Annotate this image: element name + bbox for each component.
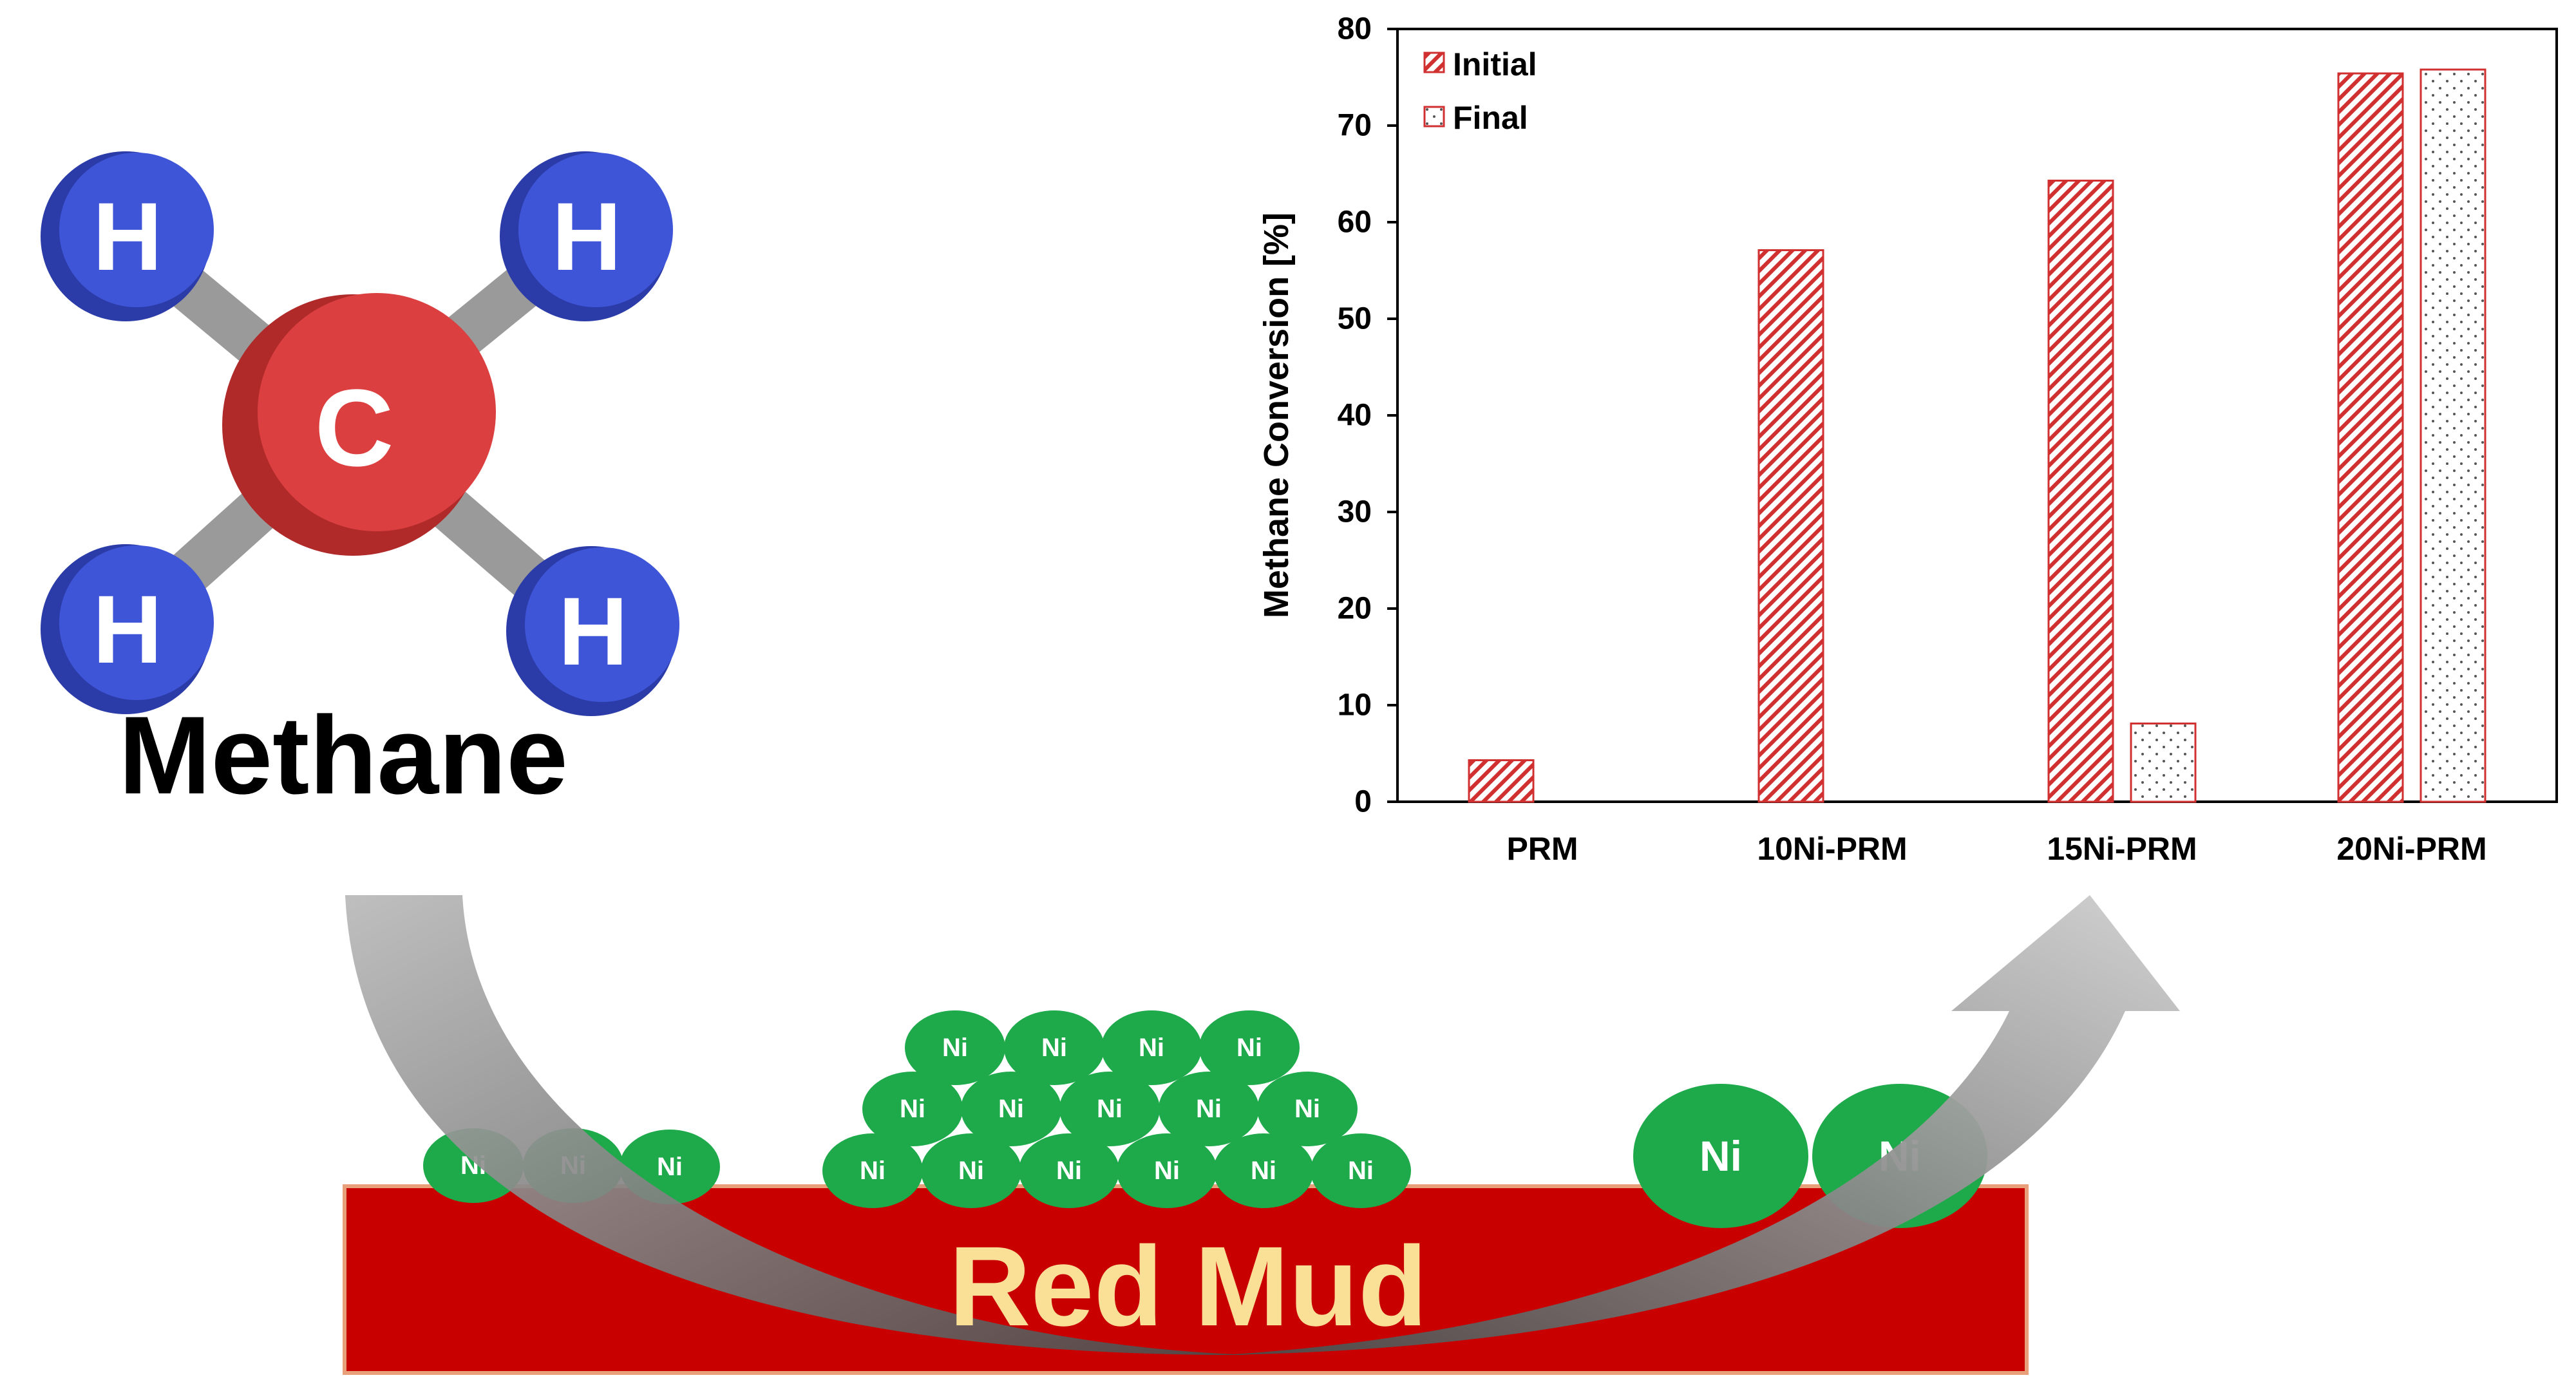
ni-label: Ni bbox=[1154, 1157, 1180, 1185]
x-tick-label: 15Ni-PRM bbox=[2047, 831, 2197, 867]
ni-particle: Ni bbox=[822, 1133, 923, 1208]
ni-particle: Ni bbox=[862, 1072, 963, 1146]
y-tick-label: 60 bbox=[1338, 205, 1372, 240]
atom-label: H bbox=[558, 577, 628, 685]
ni-label: Ni bbox=[1139, 1034, 1164, 1062]
legend-item-initial: Initial bbox=[1423, 46, 1537, 82]
ni-particle: Ni bbox=[1117, 1133, 1217, 1208]
ni-particle: Ni bbox=[921, 1133, 1021, 1208]
ni-particle: Ni bbox=[905, 1010, 1005, 1085]
ni-particle: Ni bbox=[1019, 1133, 1119, 1208]
ni-label: Ni bbox=[1056, 1157, 1082, 1185]
support-label: Red Mud bbox=[949, 1224, 1427, 1350]
y-tick-label: 80 bbox=[1338, 12, 1372, 46]
ni-label: Ni bbox=[1294, 1095, 1320, 1123]
y-tick-label: 10 bbox=[1338, 688, 1372, 723]
bar-initial-10ni-prm bbox=[1757, 249, 1824, 803]
hydrogen-atom-top-left: H bbox=[41, 151, 214, 321]
hydrogen-atom-bottom-left: H bbox=[41, 544, 214, 714]
ni-label: Ni bbox=[998, 1095, 1024, 1123]
ni-label: Ni bbox=[942, 1034, 968, 1062]
atom-label: H bbox=[552, 182, 621, 290]
atom-label: H bbox=[93, 182, 162, 290]
x-tick-labels: PRM 10Ni-PRM 15Ni-PRM 20Ni-PRM bbox=[1506, 831, 2486, 867]
ni-particle-large: Ni bbox=[1633, 1084, 1808, 1228]
ni-label: Ni bbox=[1236, 1034, 1262, 1062]
x-tick-label: 20Ni-PRM bbox=[2336, 831, 2486, 867]
atom-label: C bbox=[315, 367, 394, 489]
hydrogen-atom-top-right: H bbox=[500, 151, 673, 321]
x-tick-label: 10Ni-PRM bbox=[1757, 831, 1907, 867]
y-tick-label: 70 bbox=[1338, 109, 1372, 143]
ni-particle: Ni bbox=[1199, 1010, 1300, 1085]
ni-label: Ni bbox=[900, 1095, 925, 1123]
ni-particle: Ni bbox=[1213, 1133, 1314, 1208]
ni-label: Ni bbox=[1348, 1157, 1374, 1185]
atom-label: H bbox=[93, 575, 162, 683]
legend: Initial Final bbox=[1423, 46, 1537, 136]
hydrogen-atom-bottom-right: H bbox=[506, 546, 679, 716]
ni-label: Ni bbox=[1700, 1132, 1742, 1180]
bar-final-15ni-prm bbox=[2130, 723, 2197, 803]
y-tick-label: 30 bbox=[1338, 495, 1372, 529]
curved-arrow-down bbox=[345, 895, 1249, 1356]
ni-label: Ni bbox=[1097, 1095, 1122, 1123]
carbon-atom: C bbox=[222, 293, 496, 556]
legend-swatch-final bbox=[1423, 106, 1445, 128]
y-tick-label: 20 bbox=[1338, 592, 1372, 626]
legend-item-final: Final bbox=[1423, 100, 1528, 136]
ni-particle: Ni bbox=[1004, 1010, 1104, 1085]
y-ticks: 0 10 20 30 40 50 60 70 80 bbox=[1338, 12, 1397, 819]
ni-label: Ni bbox=[1251, 1157, 1276, 1185]
molecule-name: Methane bbox=[118, 694, 568, 817]
ni-label: Ni bbox=[1041, 1034, 1067, 1062]
bar-initial-prm bbox=[1468, 759, 1535, 803]
x-tick-label: PRM bbox=[1506, 831, 1578, 867]
bar-initial-15ni-prm bbox=[2047, 180, 2114, 803]
conversion-chart: 0 10 20 30 40 50 60 70 80 PRM 10Ni-PRM 15Ni-PRM 20N… bbox=[1257, 12, 2558, 867]
bar-initial-20ni-prm bbox=[2337, 72, 2404, 803]
bar-final-20ni-prm bbox=[2420, 68, 2486, 803]
ni-particle: Ni bbox=[1257, 1072, 1358, 1146]
legend-label-final: Final bbox=[1453, 100, 1528, 136]
ni-particle: Ni bbox=[1159, 1072, 1259, 1146]
legend-swatch-initial bbox=[1423, 52, 1445, 73]
ni-particle: Ni bbox=[1101, 1010, 1202, 1085]
ni-particle: Ni bbox=[961, 1072, 1061, 1146]
curved-arrow-up bbox=[1224, 895, 2180, 1355]
y-tick-label: 40 bbox=[1338, 399, 1372, 433]
methane-molecule: H H H H C Methane bbox=[41, 151, 679, 817]
ni-particle: Ni bbox=[1311, 1133, 1411, 1208]
bars bbox=[1468, 68, 2486, 803]
ni-particle: Ni bbox=[1059, 1072, 1160, 1146]
ni-label: Ni bbox=[958, 1157, 984, 1185]
ni-label: Ni bbox=[657, 1153, 683, 1181]
y-tick-label: 0 bbox=[1354, 785, 1372, 819]
y-axis-label: Methane Conversion [%] bbox=[1257, 213, 1296, 618]
y-tick-label: 50 bbox=[1338, 302, 1372, 336]
legend-label-initial: Initial bbox=[1453, 46, 1537, 82]
ni-label: Ni bbox=[1196, 1095, 1222, 1123]
ni-label: Ni bbox=[860, 1157, 886, 1185]
